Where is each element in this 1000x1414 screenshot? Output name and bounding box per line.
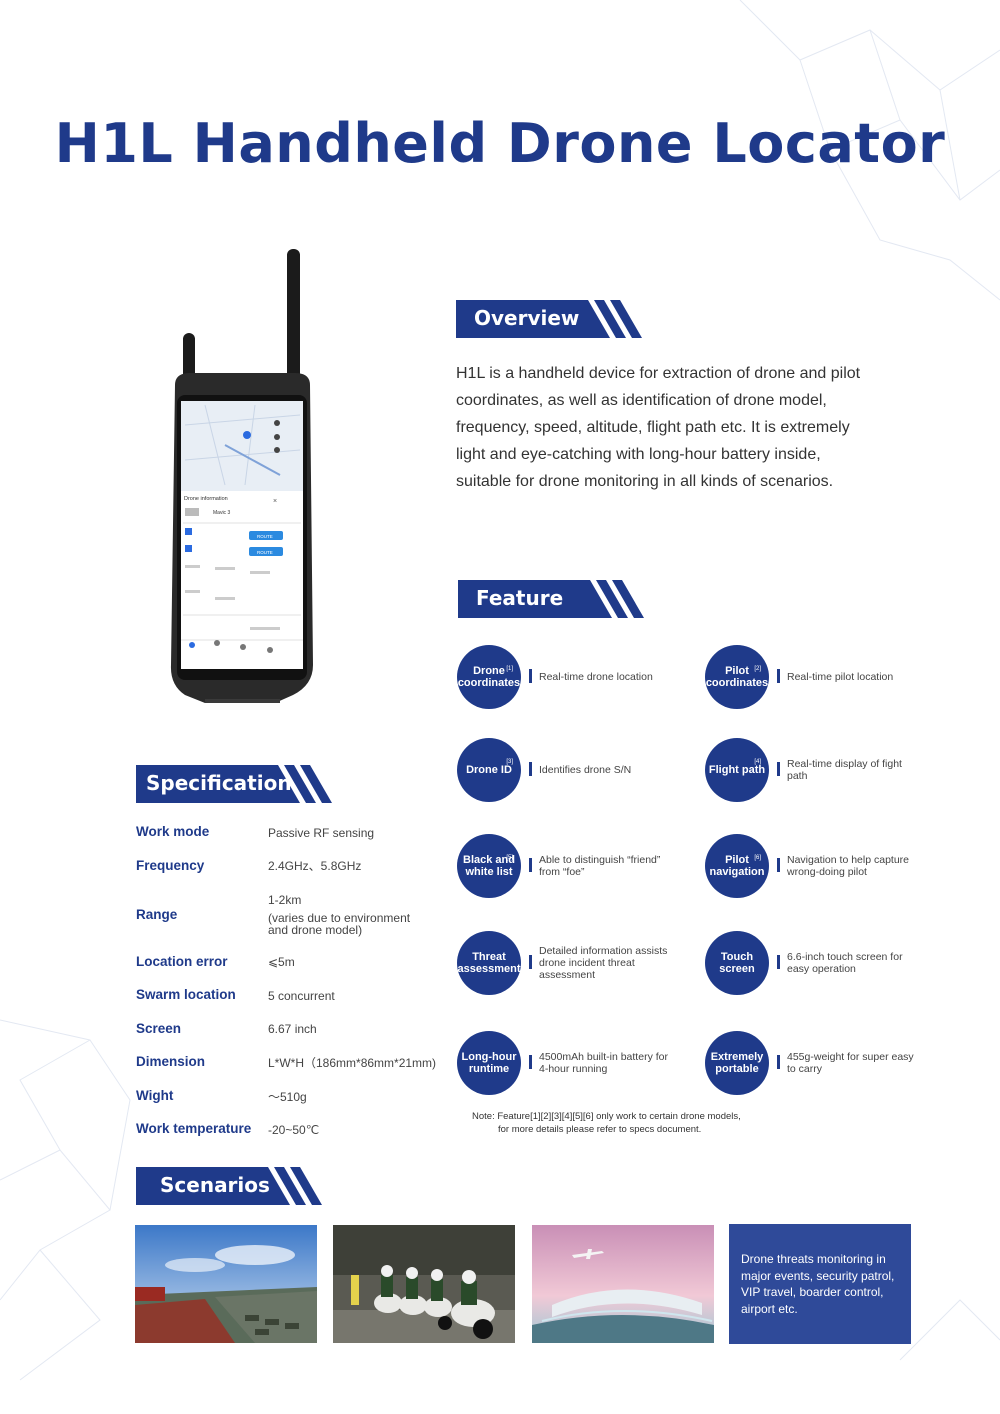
spec-value: 1-2km (varies due to environment and dro… (268, 893, 411, 937)
feature-description: Real-time drone location (539, 671, 653, 683)
spec-label: Swarm location (136, 987, 236, 1002)
refresh-icon[interactable] (274, 447, 280, 453)
route-button-2[interactable] (249, 547, 283, 556)
scenarios-heading-banner: Scenarios (136, 1167, 326, 1205)
scenario-image-motorcade (333, 1225, 515, 1343)
location-pin-icon (243, 431, 251, 439)
scenarios-heading: Scenarios (160, 1173, 270, 1197)
spec-label: Location error (136, 954, 228, 969)
route-button-2-label: ROUTE (257, 550, 273, 555)
feature-drone-id: Drone ID[3] Identifies drone S/N (457, 738, 707, 808)
scenarios-description: Drone threats monitoring in major events… (729, 1224, 911, 1344)
feature-badge: Flight path[4] (705, 738, 769, 802)
scenario-image-airport (532, 1225, 714, 1343)
spec-label: Screen (136, 1021, 182, 1036)
drone-model: Mavic 3 (213, 510, 230, 516)
feature-description: Identifies drone S/N (539, 764, 632, 776)
drone-thumbnail (185, 508, 199, 516)
long-antenna (287, 249, 300, 389)
drone-info-panel (181, 491, 303, 669)
spec-value: ～510g (268, 1090, 307, 1104)
feature-description: 4500mAh built-in battery for 4-hour runn… (539, 1051, 668, 1075)
device-illustration: Drone information × Mavic 3 ROUTE ROUTE (170, 249, 313, 703)
feature-description: 455g-weight for super easy to carry (787, 1051, 914, 1075)
nav-settings-icon[interactable] (267, 647, 273, 653)
spec-label: Work temperature (136, 1121, 252, 1136)
feature-badge: Drone ID[3] (457, 738, 521, 802)
overview-heading-banner: Overview (456, 300, 646, 338)
feature-description: Able to distinguish “friend” from “foe” (539, 854, 661, 878)
spec-value: L*W*H（186mm*86mm*21mm) (268, 1056, 437, 1070)
spec-label: Work mode (136, 824, 210, 839)
nav-statistics-icon[interactable] (240, 644, 246, 650)
panel-title: Drone information (184, 496, 228, 502)
specification-heading-banner: Specification (136, 765, 336, 803)
feature-note: Note: Feature[1][2][3][4][5][6] only wor… (472, 1111, 741, 1135)
spec-label: Dimension (136, 1054, 206, 1069)
overview-heading: Overview (474, 306, 580, 330)
spec-value: 6.67 inch (268, 1022, 317, 1036)
feature-description: Real-time display of fight path (787, 758, 902, 782)
pilot-marker-icon (185, 545, 192, 552)
spec-label: Wight (136, 1088, 174, 1103)
feature-heading-banner: Feature (458, 580, 648, 618)
feature-heading: Feature (476, 586, 564, 610)
feature-flight-path: Flight path[4] Real-time display of figh… (705, 738, 955, 808)
map-view (181, 401, 303, 491)
spec-value: -20~50℃ (268, 1123, 320, 1137)
feature-description: Real-time pilot location (787, 671, 894, 683)
nav-home-icon[interactable] (189, 642, 195, 648)
spec-value: 5 concurrent (268, 989, 335, 1003)
feature-description: Navigation to help capture wrong-doing p… (787, 854, 909, 878)
spec-value: ⩽5m (268, 955, 295, 969)
feature-description: Detailed information assists drone incid… (539, 945, 668, 981)
specification-heading: Specification (146, 771, 292, 795)
spec-label: Frequency (136, 858, 205, 873)
close-icon[interactable]: × (273, 498, 277, 505)
overview-text: H1L is a handheld device for extraction … (456, 365, 861, 490)
compass-icon[interactable] (274, 434, 280, 440)
layers-icon[interactable] (274, 420, 280, 426)
page-title: H1L Handheld Drone Locator (54, 112, 946, 175)
spec-value: 2.4GHz、5.8GHz (268, 859, 362, 873)
nav-history-icon[interactable] (214, 640, 220, 646)
spec-value: Passive RF sensing (268, 826, 375, 840)
scenario-image-parade (135, 1225, 317, 1343)
feature-description: 6.6-inch touch screen for easy operation (787, 951, 903, 975)
route-button-1[interactable] (249, 531, 283, 540)
spec-label: Range (136, 907, 178, 922)
route-button-1-label: ROUTE (257, 534, 273, 539)
drone-marker-icon (185, 528, 192, 535)
